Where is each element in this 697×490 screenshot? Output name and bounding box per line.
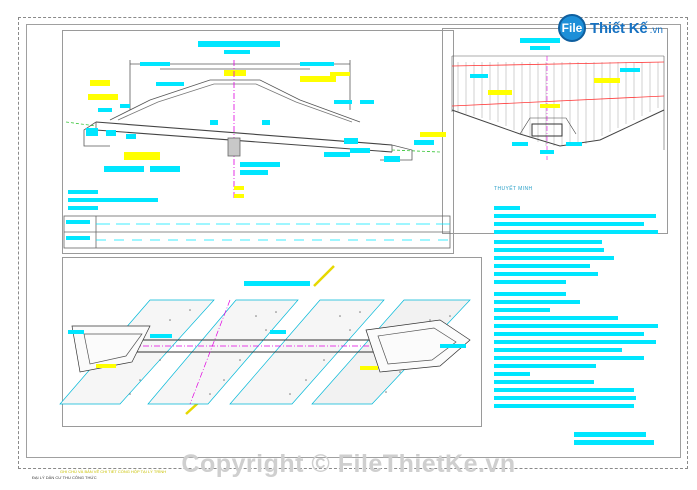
sheet-inner-border bbox=[26, 24, 681, 458]
logo-badge: File bbox=[558, 14, 586, 42]
sheet-outer-border bbox=[18, 17, 688, 469]
section-caption: THUYẾT MINH bbox=[494, 186, 533, 192]
notes-block bbox=[494, 206, 658, 445]
site-logo[interactable]: File Thiết Kế .vn bbox=[558, 14, 663, 42]
logo-text: Thiết Kế bbox=[590, 19, 648, 37]
longitudinal-section bbox=[63, 41, 451, 249]
panel-plan-view bbox=[62, 257, 482, 427]
footer-note-mid: GHI CHÚ VÀ BẢN VẼ CHI TIẾT CỐNG HỘP TẠI … bbox=[60, 469, 167, 474]
panel-longitudinal-section bbox=[62, 30, 454, 254]
plan-view bbox=[59, 265, 471, 415]
logo-domain: .vn bbox=[649, 24, 663, 36]
copyright-watermark: Copyright © FileThietKe.vn bbox=[181, 450, 516, 478]
cross-section bbox=[451, 38, 665, 160]
footer-note-left: ĐẠI LÝ DÂN CƯ THU CÔNG THỨC bbox=[32, 475, 97, 480]
